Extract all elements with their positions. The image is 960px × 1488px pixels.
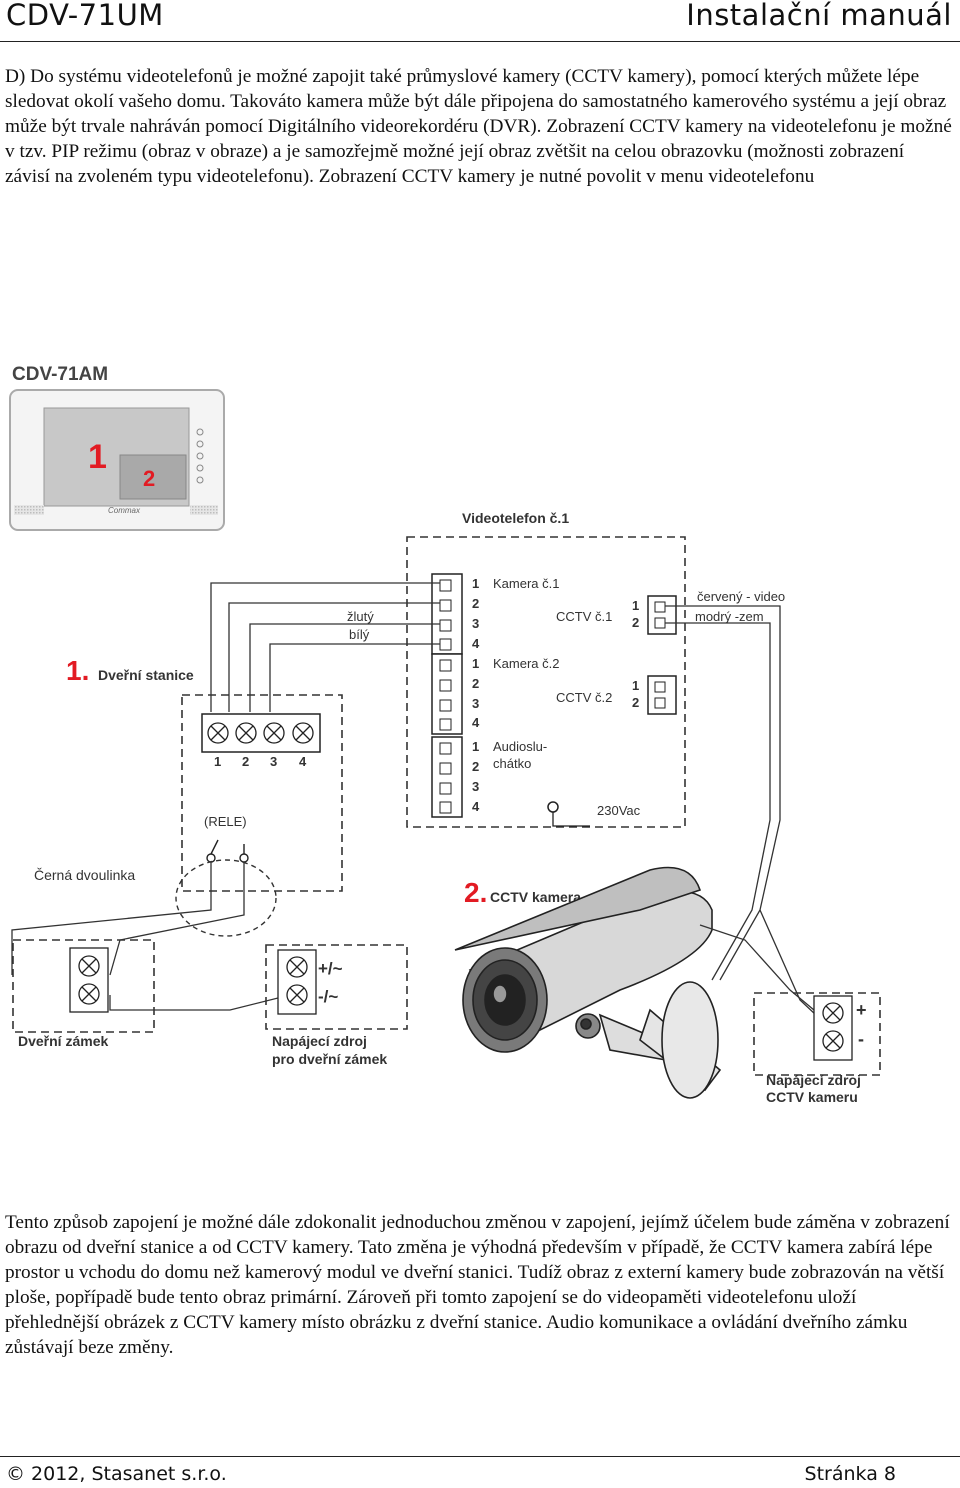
svg-text:2: 2 xyxy=(632,695,639,710)
door-station-number: 1. xyxy=(66,655,89,686)
wire-red-label: červený - video xyxy=(697,589,785,604)
connector-cctv-1 xyxy=(647,595,677,635)
relay-contacts xyxy=(206,839,249,863)
svg-text:2: 2 xyxy=(632,615,639,630)
svg-text:1: 1 xyxy=(632,678,639,693)
footer-page-number: Stránka 8 xyxy=(804,1463,896,1485)
svg-text:3: 3 xyxy=(270,754,277,769)
lock-minus-label: -/~ xyxy=(318,987,338,1006)
wiring-diagram: CDV-71AM 1 2 Commax Videotelefon č.1 xyxy=(9,364,881,1105)
kamera-1-label: Kamera č.1 xyxy=(493,576,559,591)
wire-yellow-label: žlutý xyxy=(347,609,374,624)
svg-text:2: 2 xyxy=(242,754,249,769)
door-station-terminal xyxy=(201,713,321,753)
cctv-power-terminal xyxy=(813,995,853,1061)
connector-kamera-2 xyxy=(431,653,463,735)
door-lock-label: Dveřní zámek xyxy=(18,1033,108,1049)
videotelefon-title: Videotelefon č.1 xyxy=(462,510,569,526)
cctv-power-label-line2: CCTV kameru xyxy=(766,1089,858,1105)
svg-text:1: 1 xyxy=(632,598,639,613)
black-pair-label: Černá dvoulinka xyxy=(34,867,135,883)
svg-text:4: 4 xyxy=(299,754,307,769)
svg-text:1: 1 xyxy=(472,739,479,754)
lock-power-terminal xyxy=(277,949,317,1015)
intro-paragraph: D) Do systému videotelefonů je možné zap… xyxy=(5,66,952,187)
outro-paragraph: Tento způsob zapojení je možné dále zdok… xyxy=(5,1212,950,1358)
svg-text:4: 4 xyxy=(472,715,480,730)
lock-power-box xyxy=(265,944,408,1030)
cctv-2-label: CCTV č.2 xyxy=(556,690,612,705)
cctv-number: 2. xyxy=(464,877,487,908)
cctv-camera-illustration xyxy=(454,866,722,1099)
black-pair-ellipse xyxy=(175,859,277,937)
footer-copyright: © 2012, Stasanet s.r.o. xyxy=(6,1463,227,1485)
screen-pip-number: 2 xyxy=(143,466,155,491)
document-title: Instalační manuál xyxy=(686,0,952,32)
svg-text:3: 3 xyxy=(472,779,479,794)
document-model: CDV-71UM xyxy=(6,0,164,32)
svg-text:2: 2 xyxy=(472,676,479,691)
cctv-power-label-line1: Napájecí zdroj xyxy=(766,1072,861,1088)
connector-kamera-1 xyxy=(431,573,463,655)
svg-text:3: 3 xyxy=(472,616,479,631)
cctv-minus-label: - xyxy=(858,1029,864,1049)
svg-text:2: 2 xyxy=(472,596,479,611)
svg-text:3: 3 xyxy=(472,696,479,711)
cctv-plus-label: + xyxy=(856,1000,867,1020)
svg-text:1: 1 xyxy=(214,754,221,769)
monitor-model-label: CDV-71AM xyxy=(12,364,108,385)
svg-text:1: 1 xyxy=(472,576,479,591)
door-station-box xyxy=(181,694,343,892)
audio-label-line2: chátko xyxy=(493,756,531,771)
cctv-label: CCTV kamera xyxy=(490,889,581,905)
wire-white-label: bílý xyxy=(349,627,370,642)
svg-text:1: 1 xyxy=(472,656,479,671)
wire-blue-label: modrý -zem xyxy=(695,609,764,624)
lock-power-label-line1: Napájecí zdroj xyxy=(272,1033,367,1049)
header-divider xyxy=(0,41,960,42)
connector-cctv-2 xyxy=(647,675,677,715)
svg-text:2: 2 xyxy=(472,759,479,774)
monitor-brand: Commax xyxy=(108,506,141,515)
footer-divider xyxy=(0,1456,960,1457)
door-station-label: Dveřní stanice xyxy=(98,667,194,683)
lock-power-label-line2: pro dveřní zámek xyxy=(272,1051,387,1067)
kamera-2-label: Kamera č.2 xyxy=(493,656,559,671)
monitor-illustration: 1 2 Commax xyxy=(9,389,225,531)
door-lock-terminal xyxy=(69,947,109,1013)
audio-label-line1: Audioslu- xyxy=(493,739,547,754)
power-230vac-label: 230Vac xyxy=(597,803,641,818)
screen-main-number: 1 xyxy=(88,438,107,476)
cctv-1-label: CCTV č.1 xyxy=(556,609,612,624)
lock-plus-label: +/~ xyxy=(318,959,343,978)
videotelefon-box xyxy=(406,536,686,828)
relay-label: (RELE) xyxy=(204,814,247,829)
door-lock-box xyxy=(12,939,155,1033)
page-header: CDV-71UM Instalační manuál xyxy=(0,0,960,44)
svg-text:4: 4 xyxy=(472,799,480,814)
svg-text:4: 4 xyxy=(472,636,480,651)
connector-audio xyxy=(431,736,463,818)
